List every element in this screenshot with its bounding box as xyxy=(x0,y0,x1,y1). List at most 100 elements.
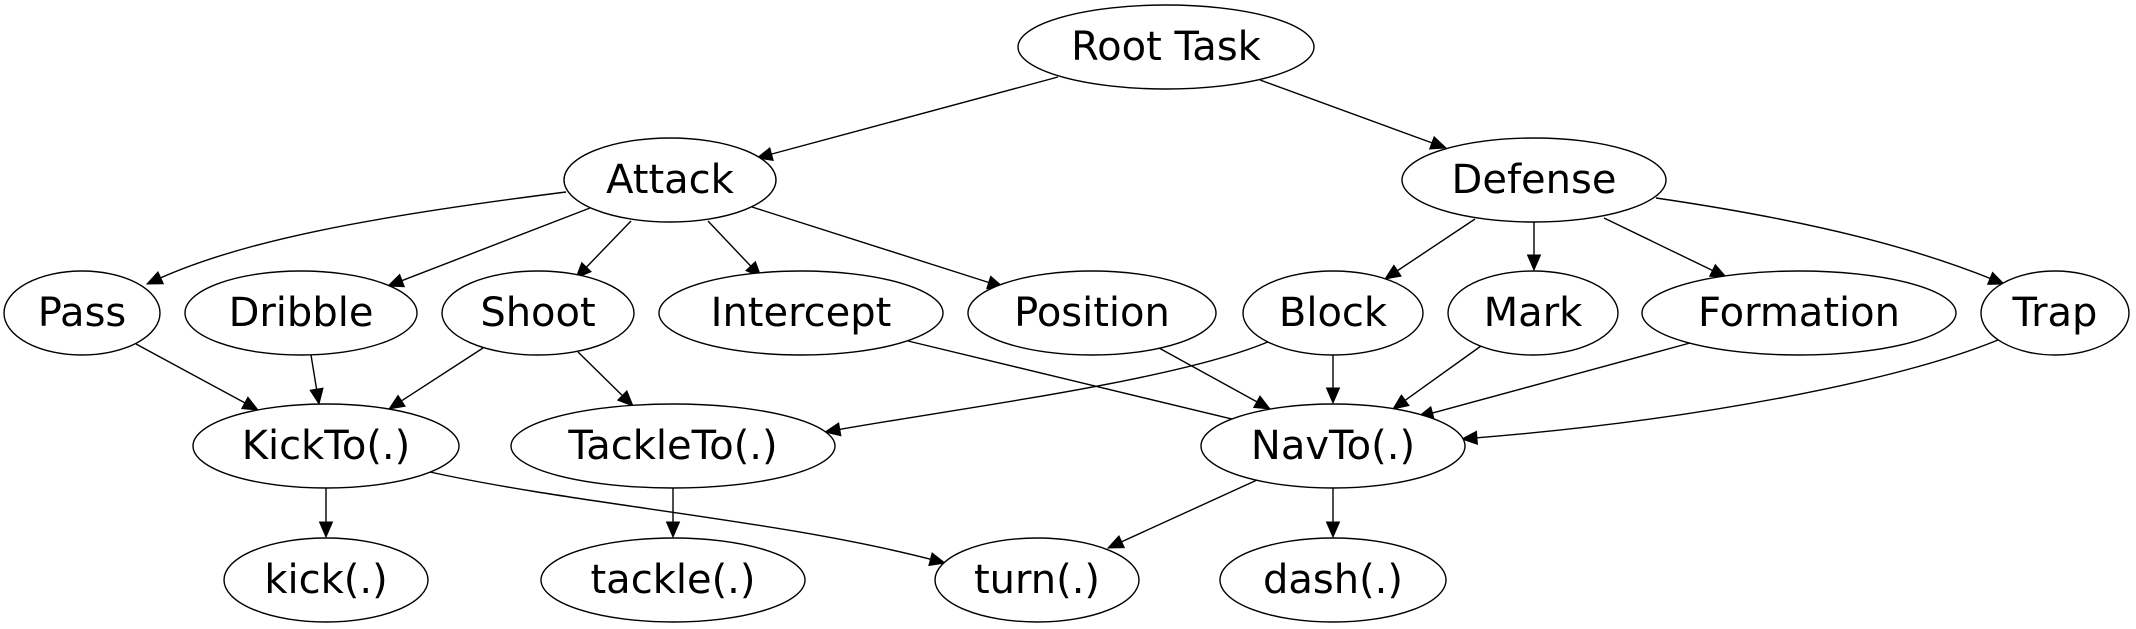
arrowhead xyxy=(1252,395,1272,410)
edge-dribble-to-kickto xyxy=(309,354,324,406)
node-ellipse xyxy=(1017,4,1315,90)
edge-line xyxy=(583,220,632,270)
node-label: Defense xyxy=(1452,157,1617,203)
edge-line xyxy=(768,76,1059,156)
node-ellipse xyxy=(184,270,418,356)
node-label: Trap xyxy=(2012,290,2098,336)
edge-line xyxy=(135,343,248,405)
edge-line xyxy=(1259,79,1435,145)
edge-defense-to-mark xyxy=(1526,222,1542,272)
edge-line xyxy=(1473,339,1999,439)
arrowhead xyxy=(386,273,406,288)
edge-root-to-defense xyxy=(1259,79,1448,150)
edge-defense-to-block xyxy=(1383,218,1476,280)
node-root: Root Task xyxy=(1017,4,1315,90)
node-label: tackle(.) xyxy=(591,557,756,603)
arrowhead xyxy=(665,521,681,539)
node-ellipse xyxy=(967,270,1217,356)
node-ellipse xyxy=(658,270,944,356)
node-label: Pass xyxy=(38,290,127,336)
node-ellipse xyxy=(934,537,1140,623)
edge-defense-to-trap xyxy=(1655,197,2006,285)
edge-line xyxy=(398,207,591,283)
edge-trap-to-navto xyxy=(1460,339,1999,446)
node-label: Block xyxy=(1279,290,1388,336)
node-label: TackleTo(.) xyxy=(567,423,777,469)
node-dash: dash(.) xyxy=(1219,537,1447,623)
node-label: dash(.) xyxy=(1263,557,1403,603)
arrowhead xyxy=(823,422,842,437)
edge-line xyxy=(907,340,1254,425)
edge-position-to-navto xyxy=(1158,347,1272,410)
node-label: kick(.) xyxy=(264,557,387,603)
edge-tackleto-to-tackle xyxy=(665,488,681,539)
edge-attack-to-pass xyxy=(145,191,567,285)
node-defense: Defense xyxy=(1401,137,1667,223)
edge-line xyxy=(1118,479,1258,544)
arrowhead xyxy=(1986,271,2006,285)
node-navto: NavTo(.) xyxy=(1200,403,1466,489)
node-ellipse xyxy=(1980,270,2130,356)
node-formation: Formation xyxy=(1641,270,1957,356)
edge-line xyxy=(836,340,1271,431)
arrowhead xyxy=(1106,534,1126,549)
edges-layer xyxy=(135,76,2006,567)
edge-root-to-attack xyxy=(755,76,1059,161)
arrowhead xyxy=(755,146,774,161)
node-ellipse xyxy=(192,403,460,489)
arrowhead xyxy=(1383,264,1402,280)
node-label: Position xyxy=(1014,290,1170,336)
arrowhead xyxy=(318,521,334,539)
edge-line xyxy=(1429,342,1691,415)
arrowhead xyxy=(1428,135,1448,150)
node-ellipse xyxy=(441,270,635,356)
edge-attack-to-shoot xyxy=(575,220,632,279)
arrowhead xyxy=(575,261,592,279)
arrowhead xyxy=(1325,521,1341,539)
node-label: Attack xyxy=(606,157,735,203)
node-pass: Pass xyxy=(3,270,161,356)
arrowhead xyxy=(616,389,634,407)
node-block: Block xyxy=(1242,270,1424,356)
node-ellipse xyxy=(1219,537,1447,623)
arrowhead xyxy=(240,396,260,411)
node-turn: turn(.) xyxy=(934,537,1140,623)
node-ellipse xyxy=(1641,270,1957,356)
node-dribble: Dribble xyxy=(184,270,418,356)
node-label: turn(.) xyxy=(974,557,1100,603)
edge-block-to-navto xyxy=(1325,355,1341,405)
edge-line xyxy=(1603,217,1716,273)
edge-navto-to-turn xyxy=(1106,479,1258,549)
node-label: NavTo(.) xyxy=(1251,423,1415,469)
node-ellipse xyxy=(223,537,429,623)
edge-pass-to-kickto xyxy=(135,343,260,411)
node-label: Shoot xyxy=(480,290,595,336)
node-label: Intercept xyxy=(711,290,892,336)
node-shoot: Shoot xyxy=(441,270,635,356)
node-ellipse xyxy=(540,537,806,623)
node-ellipse xyxy=(1200,403,1466,489)
arrowhead xyxy=(387,394,406,410)
edge-line xyxy=(707,220,754,269)
edge-kickto-to-turn xyxy=(429,471,947,567)
arrowhead xyxy=(1460,430,1479,446)
node-ellipse xyxy=(3,270,161,356)
edge-line xyxy=(1394,218,1476,273)
edge-attack-to-dribble xyxy=(386,207,591,288)
node-position: Position xyxy=(967,270,1217,356)
edge-mark-to-navto xyxy=(1391,345,1482,410)
edge-line xyxy=(1655,197,1994,281)
edge-line xyxy=(1158,347,1260,404)
edge-line xyxy=(157,191,567,280)
node-trap: Trap xyxy=(1980,270,2130,356)
node-ellipse xyxy=(1447,270,1619,356)
node-label: Formation xyxy=(1698,290,1900,336)
node-intercept: Intercept xyxy=(658,270,944,356)
node-label: Dribble xyxy=(229,290,374,336)
arrowhead xyxy=(928,552,947,567)
node-tackleto: TackleTo(.) xyxy=(510,403,836,489)
edge-block-to-tackleto xyxy=(823,340,1271,437)
arrowhead xyxy=(145,271,165,285)
node-kickto: KickTo(.) xyxy=(192,403,460,489)
